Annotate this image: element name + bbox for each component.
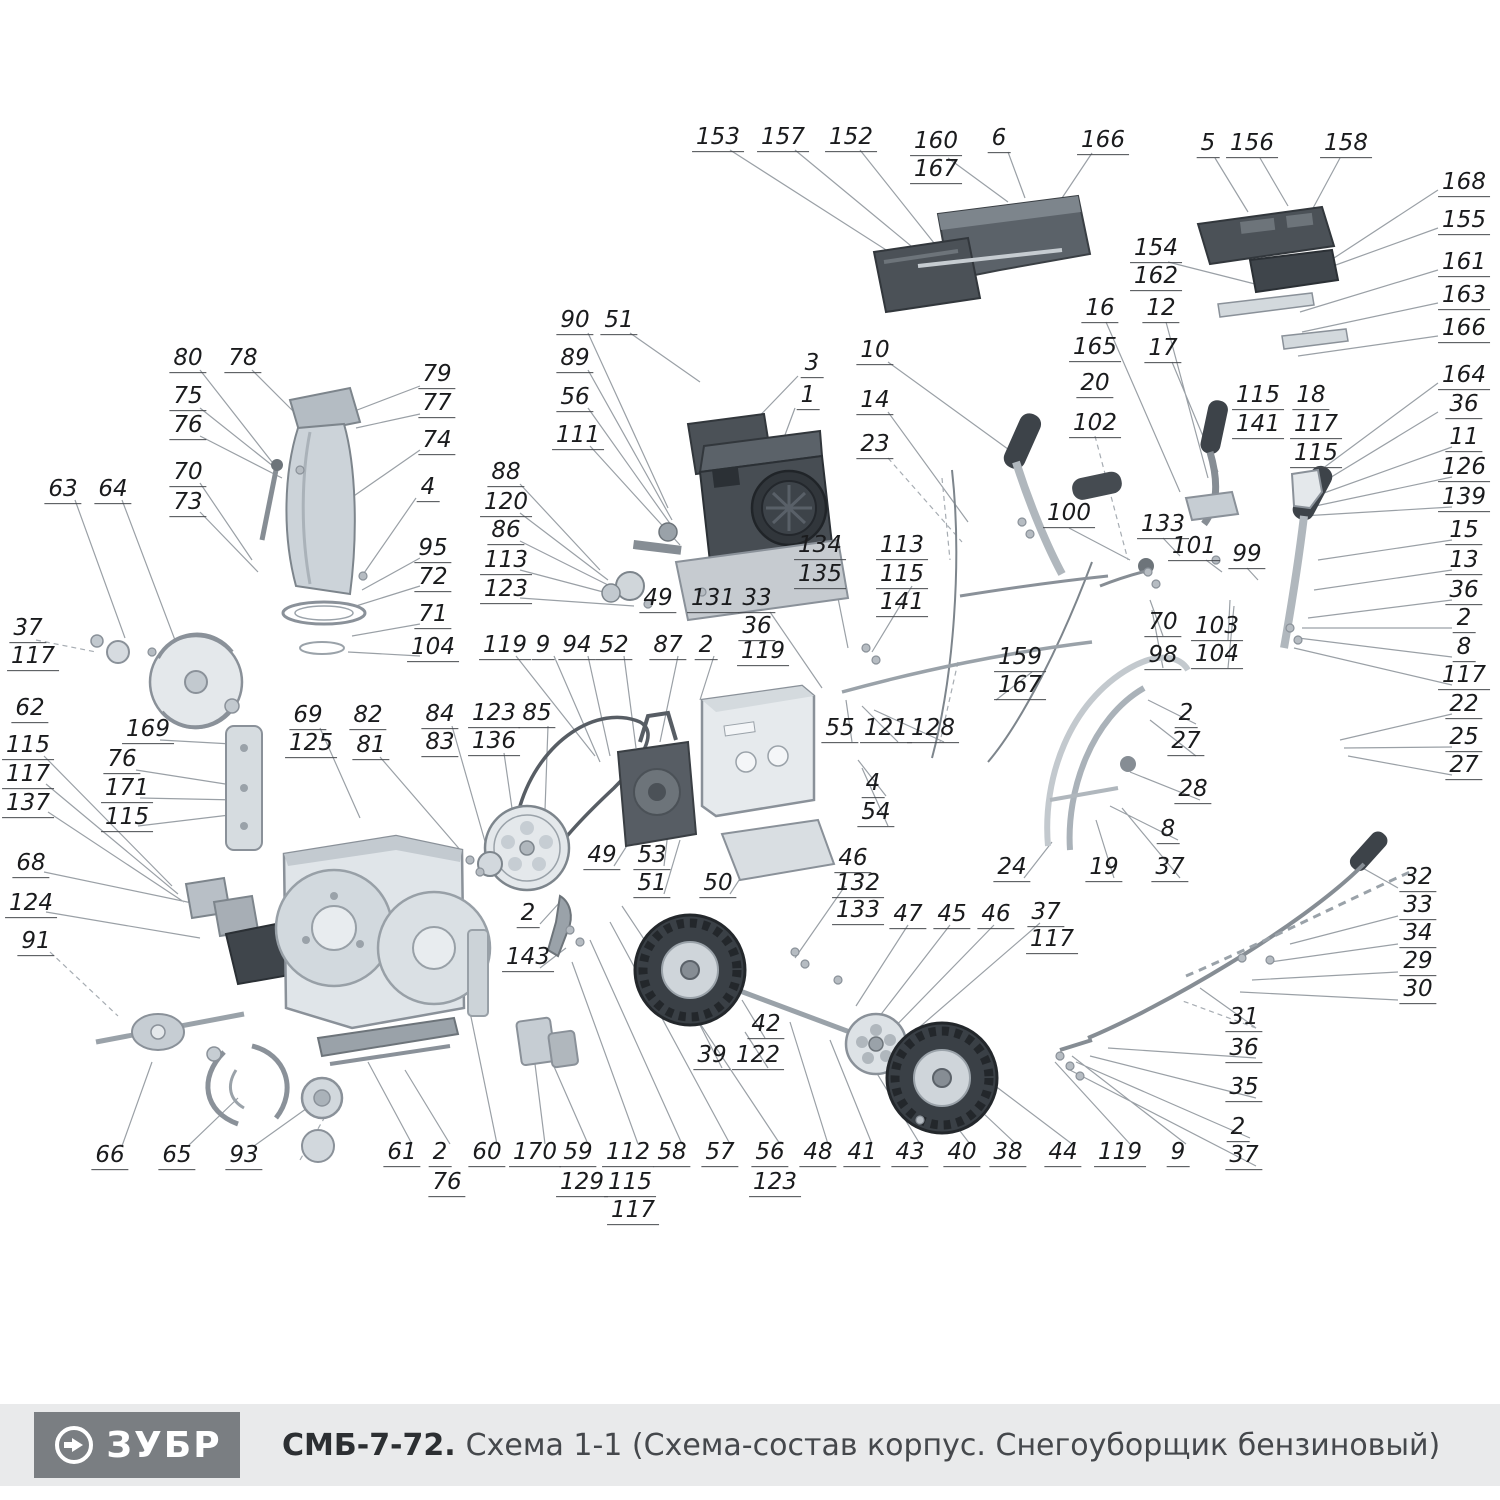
footer-bar: ЗУБР СМБ-7-72.Схема 1-1 (Схема-состав ко… [0, 1404, 1500, 1486]
right-wheel [885, 1021, 999, 1135]
dashboard-panel [1196, 205, 1349, 350]
top-housing-covers [872, 194, 1092, 314]
frame-chassis [700, 684, 836, 882]
chute-assembly [259, 386, 367, 655]
belt-and-pulley [477, 715, 650, 892]
brand-name: ЗУБР [106, 1424, 222, 1466]
hardware-fasteners [147, 465, 1303, 1125]
left-wheel [633, 913, 747, 1027]
small-plates [515, 894, 579, 1069]
left-impeller-parts [90, 632, 244, 730]
side-panel-plate [225, 725, 263, 851]
right-handles [1003, 400, 1388, 872]
control-rods [841, 469, 1411, 1052]
wheels-and-axle [633, 913, 999, 1135]
lower-auger-spirals [95, 1011, 344, 1163]
scraper-bar [316, 1016, 460, 1066]
auger-housing [274, 834, 492, 1030]
handle-frame-loop [1044, 654, 1191, 851]
dashed-leader-lines [35, 435, 1257, 1161]
brand-arrow-icon [55, 1426, 94, 1464]
leader-lines [43, 149, 1453, 1167]
diagram-caption: СМБ-7-72.Схема 1-1 (Схема-состав корпус.… [282, 1428, 1440, 1463]
chute-crank-parts [1099, 490, 1240, 588]
schema-title: Схема 1-1 (Схема-состав корпус. Снегоубо… [465, 1427, 1441, 1463]
brand-logo: ЗУБР [34, 1412, 240, 1478]
impeller-gearbox [616, 710, 698, 848]
model-number: СМБ-7-72. [282, 1427, 456, 1463]
